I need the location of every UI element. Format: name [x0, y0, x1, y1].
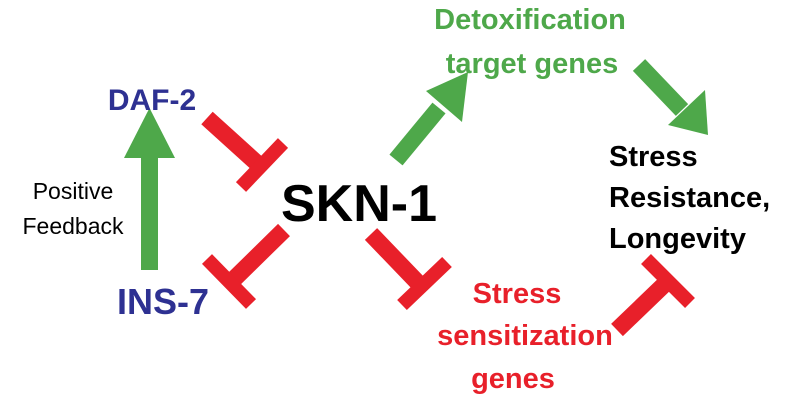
inhibition-bar — [641, 254, 695, 308]
stress-sens-line-1: Stress — [473, 278, 562, 310]
stress-resistance-line-2: Resistance, — [609, 182, 770, 214]
positive-feedback-line-1: Positive — [33, 178, 114, 204]
edge-skn1-inhibits-ins7 — [201, 223, 290, 309]
edge-skn1-activates-detox — [389, 72, 468, 166]
inhibition-bar — [235, 138, 289, 192]
detox-line-1: Detoxification — [434, 4, 626, 36]
edge-stress-sens-inhibits-resistance — [611, 254, 695, 337]
node-stress-resistance: Stress Resistance, Longevity — [609, 141, 770, 255]
edge-detox-activates-resistance — [632, 59, 708, 135]
node-stress-sensitization: Stress sensitization genes — [437, 278, 613, 395]
stress-resistance-line-3: Longevity — [609, 223, 746, 255]
node-ins7: INS-7 — [117, 281, 209, 322]
node-daf2: DAF-2 — [108, 84, 196, 117]
edge-daf2-inhibits-skn1 — [201, 111, 289, 192]
inhibition-shaft — [201, 111, 266, 173]
inhibition-shaft — [611, 273, 675, 337]
node-skn1: SKN-1 — [281, 175, 437, 233]
inhibition-shaft — [225, 223, 290, 289]
inhibition-bar — [201, 254, 257, 309]
arrow-shaft — [632, 59, 689, 116]
stress-resistance-line-1: Stress — [609, 141, 698, 173]
arrow-head — [668, 90, 708, 135]
positive-feedback-line-2: Feedback — [22, 213, 124, 239]
node-detoxification: Detoxification target genes — [434, 4, 626, 80]
edge-ins7-activates-daf2 — [124, 108, 175, 270]
stress-sens-line-2: sensitization — [437, 320, 613, 352]
arrow-shaft — [141, 155, 158, 270]
inhibition-bar — [397, 256, 452, 311]
edge-skn1-inhibits-stress-sens — [364, 228, 452, 311]
arrow-head — [426, 72, 468, 122]
label-positive-feedback: Positive Feedback — [22, 178, 124, 239]
arrow-head — [124, 108, 175, 158]
stress-sens-line-3: genes — [471, 363, 555, 395]
arrow-shaft — [389, 102, 446, 166]
inhibition-shaft — [364, 228, 427, 291]
detox-line-2: target genes — [446, 48, 618, 80]
